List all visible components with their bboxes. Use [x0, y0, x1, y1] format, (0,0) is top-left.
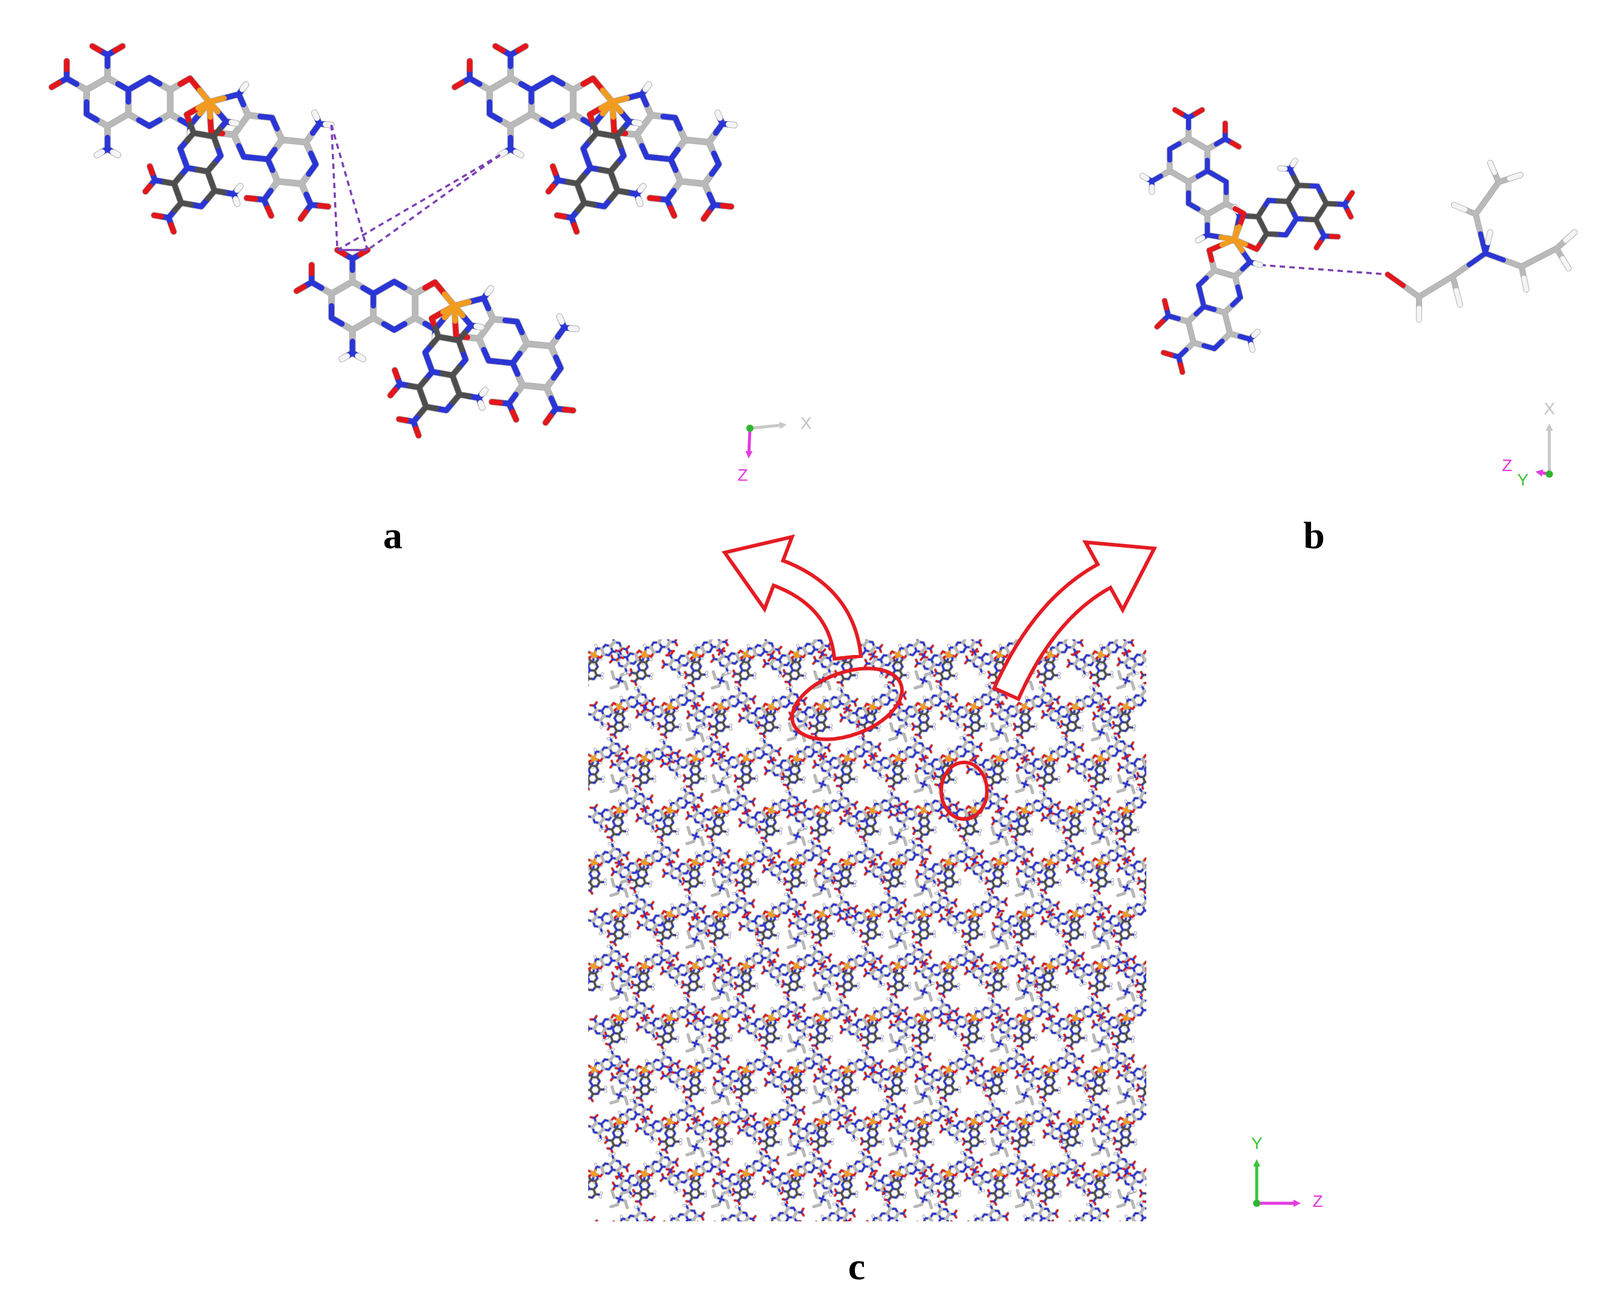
axis-head: [1253, 1159, 1261, 1167]
bond-stick: [1248, 177, 1336, 242]
panel-label: c: [848, 1247, 866, 1287]
axis-head: [1535, 469, 1544, 477]
bond-outline: [588, 639, 1147, 1222]
highlight-ellipse: [782, 655, 912, 754]
bond-stick: [588, 639, 1147, 1222]
panel-c-lattice: [588, 639, 1147, 1222]
highlight-ellipse: [941, 762, 988, 820]
axis-label: Y: [1517, 471, 1529, 489]
panel-a-outline: [51, 46, 735, 437]
bond-stick: [1157, 109, 1404, 373]
panel-c-outline: [588, 639, 1147, 1222]
axis-shaft: [749, 425, 780, 429]
callout-arrow: [994, 542, 1155, 700]
bond-stick: [164, 123, 628, 415]
axis-label: X: [800, 415, 813, 432]
bond-stick: [197, 90, 627, 322]
axis-origin: [1253, 1200, 1261, 1208]
axis-head: [745, 451, 753, 459]
axis-arrow: [745, 428, 753, 459]
axis-shaft: [1548, 430, 1552, 475]
hydrogen-bond: [337, 249, 368, 252]
panel-b-molecules: [1142, 109, 1575, 373]
axis-head: [778, 421, 787, 429]
axis-label: Z: [737, 466, 748, 484]
panel-label: b: [1303, 516, 1325, 556]
axis-shaft: [1256, 1202, 1294, 1206]
axis-origin: [1545, 470, 1553, 478]
panel-b-bonds: [1142, 109, 1575, 373]
panel-a-molecules: [51, 46, 735, 437]
panel-b-outline: [1142, 109, 1575, 373]
axis-arrow: [1253, 1159, 1261, 1204]
bond-outline: [1142, 109, 1575, 373]
axis-arrow: [1256, 1200, 1301, 1208]
axis-arrow: [749, 421, 787, 429]
hydrogen-bond: [1260, 264, 1388, 275]
hydrogen-bond: [337, 249, 368, 252]
bond-stick: [1160, 127, 1566, 350]
axis-head: [1545, 423, 1553, 431]
axis-label: X: [1543, 400, 1556, 418]
axis-arrow: [1545, 423, 1553, 475]
callout-arrow: [724, 536, 861, 659]
hydrogen-bond: [367, 155, 501, 251]
axis-head: [1293, 1200, 1301, 1208]
panel-label: a: [383, 516, 403, 556]
axis-label: Z: [1501, 457, 1512, 475]
axis-origin: [746, 424, 754, 432]
hydrogen-bond: [337, 155, 501, 251]
bond-stick: [588, 659, 1147, 1222]
panel-c-bonds: [588, 639, 1147, 1222]
bond-stick: [51, 46, 732, 437]
bond-stick: [1142, 161, 1575, 350]
bond-stick: [1221, 226, 1246, 251]
panel-a-bonds: [51, 46, 735, 437]
axis-label: Y: [1251, 1135, 1263, 1153]
axis-label: Z: [1312, 1193, 1323, 1211]
axis-shaft: [1255, 1166, 1259, 1204]
bond-outline: [51, 46, 735, 437]
hydrogen-bond: [331, 124, 368, 250]
